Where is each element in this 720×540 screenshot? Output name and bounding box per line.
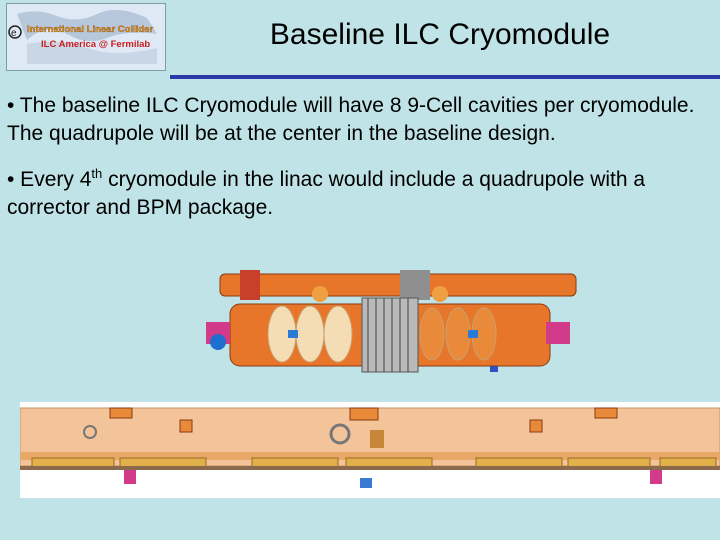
svg-text:e: e xyxy=(11,28,17,39)
cryomodule-cutaway-image xyxy=(206,270,577,373)
bullet-2: • Every 4th cryomodule in the linac woul… xyxy=(7,160,707,222)
cryomodule-side-view-figure xyxy=(19,402,720,498)
ilc-logo: e International Linear Collider ILC Amer… xyxy=(6,3,166,71)
bullet-1-text: • The baseline ILC Cryomodule will have … xyxy=(7,94,695,145)
cryomodule-cutaway-figure xyxy=(200,262,580,380)
bullet-2-text-end: cryomodule in the linac would include a … xyxy=(7,168,646,219)
title-rule xyxy=(170,75,720,79)
world-map-icon: e International Linear Collider ILC Amer… xyxy=(7,4,165,70)
logo-line2: ILC America @ Fermilab xyxy=(41,39,150,50)
bullet-2-superscript: th xyxy=(91,166,103,181)
bullet-1: • The baseline ILC Cryomodule will have … xyxy=(7,92,707,148)
slide-title: Baseline ILC Cryomodule xyxy=(269,18,611,51)
logo-line1: International Linear Collider xyxy=(27,24,153,35)
slide-body: • The baseline ILC Cryomodule will have … xyxy=(7,92,707,234)
cryomodule-side-view-image xyxy=(19,407,720,488)
bullet-2-text: • Every 4 xyxy=(7,168,92,191)
